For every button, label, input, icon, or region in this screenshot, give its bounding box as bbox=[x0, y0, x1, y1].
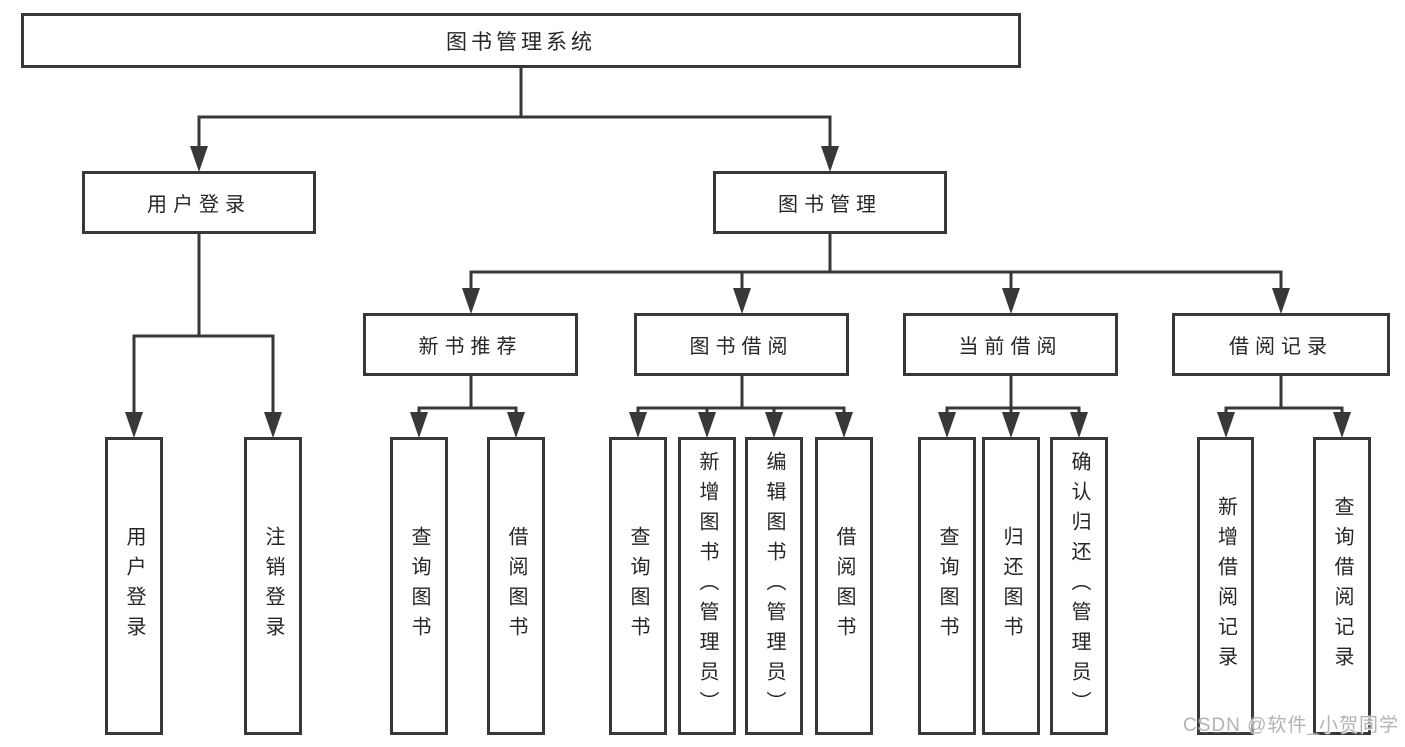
node-borrowing-records: 借阅记录 bbox=[1172, 313, 1390, 376]
leaf-add-books-admin: 新增图书（管理员） bbox=[678, 437, 736, 735]
leaf-query-borrow-record: 查询借阅记录 bbox=[1313, 437, 1371, 735]
leaf-label: 查询图书 bbox=[936, 526, 958, 646]
node-label: 新书推荐 bbox=[418, 336, 523, 358]
leaf-return-books: 归还图书 bbox=[982, 437, 1040, 735]
leaf-label: 注销登录 bbox=[262, 526, 284, 646]
node-book-borrowing: 图书借阅 bbox=[634, 313, 849, 376]
leaf-query-books-current: 查询图书 bbox=[918, 437, 976, 735]
leaf-label: 查询图书 bbox=[627, 526, 649, 646]
node-library-management-system: 图书管理系统 bbox=[21, 13, 1021, 68]
leaf-label: 借阅图书 bbox=[833, 526, 855, 646]
leaf-label: 查询借阅记录 bbox=[1331, 496, 1353, 676]
csdn-watermark: CSDN @软件_小贺同学 bbox=[1183, 715, 1399, 736]
node-label: 图书借阅 bbox=[689, 336, 794, 358]
leaf-label: 借阅图书 bbox=[505, 526, 527, 646]
leaf-label: 确认归还（管理员） bbox=[1068, 451, 1090, 721]
leaf-logout: 注销登录 bbox=[244, 437, 302, 735]
node-current-borrowing: 当前借阅 bbox=[903, 313, 1118, 376]
leaf-label: 编辑图书（管理员） bbox=[763, 451, 785, 721]
leaf-label: 归还图书 bbox=[1000, 526, 1022, 646]
node-new-book-recommendation: 新书推荐 bbox=[363, 313, 578, 376]
leaf-borrow-books: 借阅图书 bbox=[815, 437, 873, 735]
leaf-query-books-recommend: 查询图书 bbox=[390, 437, 448, 735]
node-book-management: 图书管理 bbox=[713, 171, 947, 234]
node-label: 当前借阅 bbox=[958, 336, 1063, 358]
leaf-query-books-borrow: 查询图书 bbox=[609, 437, 667, 735]
leaf-label: 查询图书 bbox=[408, 526, 430, 646]
leaf-user-login: 用户登录 bbox=[105, 437, 163, 735]
node-user-login: 用户登录 bbox=[82, 171, 316, 234]
node-label: 借阅记录 bbox=[1229, 336, 1333, 358]
node-label: 图书管理 bbox=[778, 194, 882, 216]
node-label: 图书管理系统 bbox=[446, 30, 596, 54]
leaf-confirm-return-admin: 确认归还（管理员） bbox=[1050, 437, 1108, 735]
leaf-label: 新增图书（管理员） bbox=[696, 451, 718, 721]
leaf-edit-books-admin: 编辑图书（管理员） bbox=[745, 437, 803, 735]
leaf-label: 新增借阅记录 bbox=[1214, 496, 1237, 676]
leaf-label: 用户登录 bbox=[123, 526, 145, 646]
leaf-borrow-books-recommend: 借阅图书 bbox=[487, 437, 545, 735]
leaf-add-borrow-record: 新增借阅记录 bbox=[1197, 437, 1254, 735]
node-label: 用户登录 bbox=[147, 194, 251, 216]
